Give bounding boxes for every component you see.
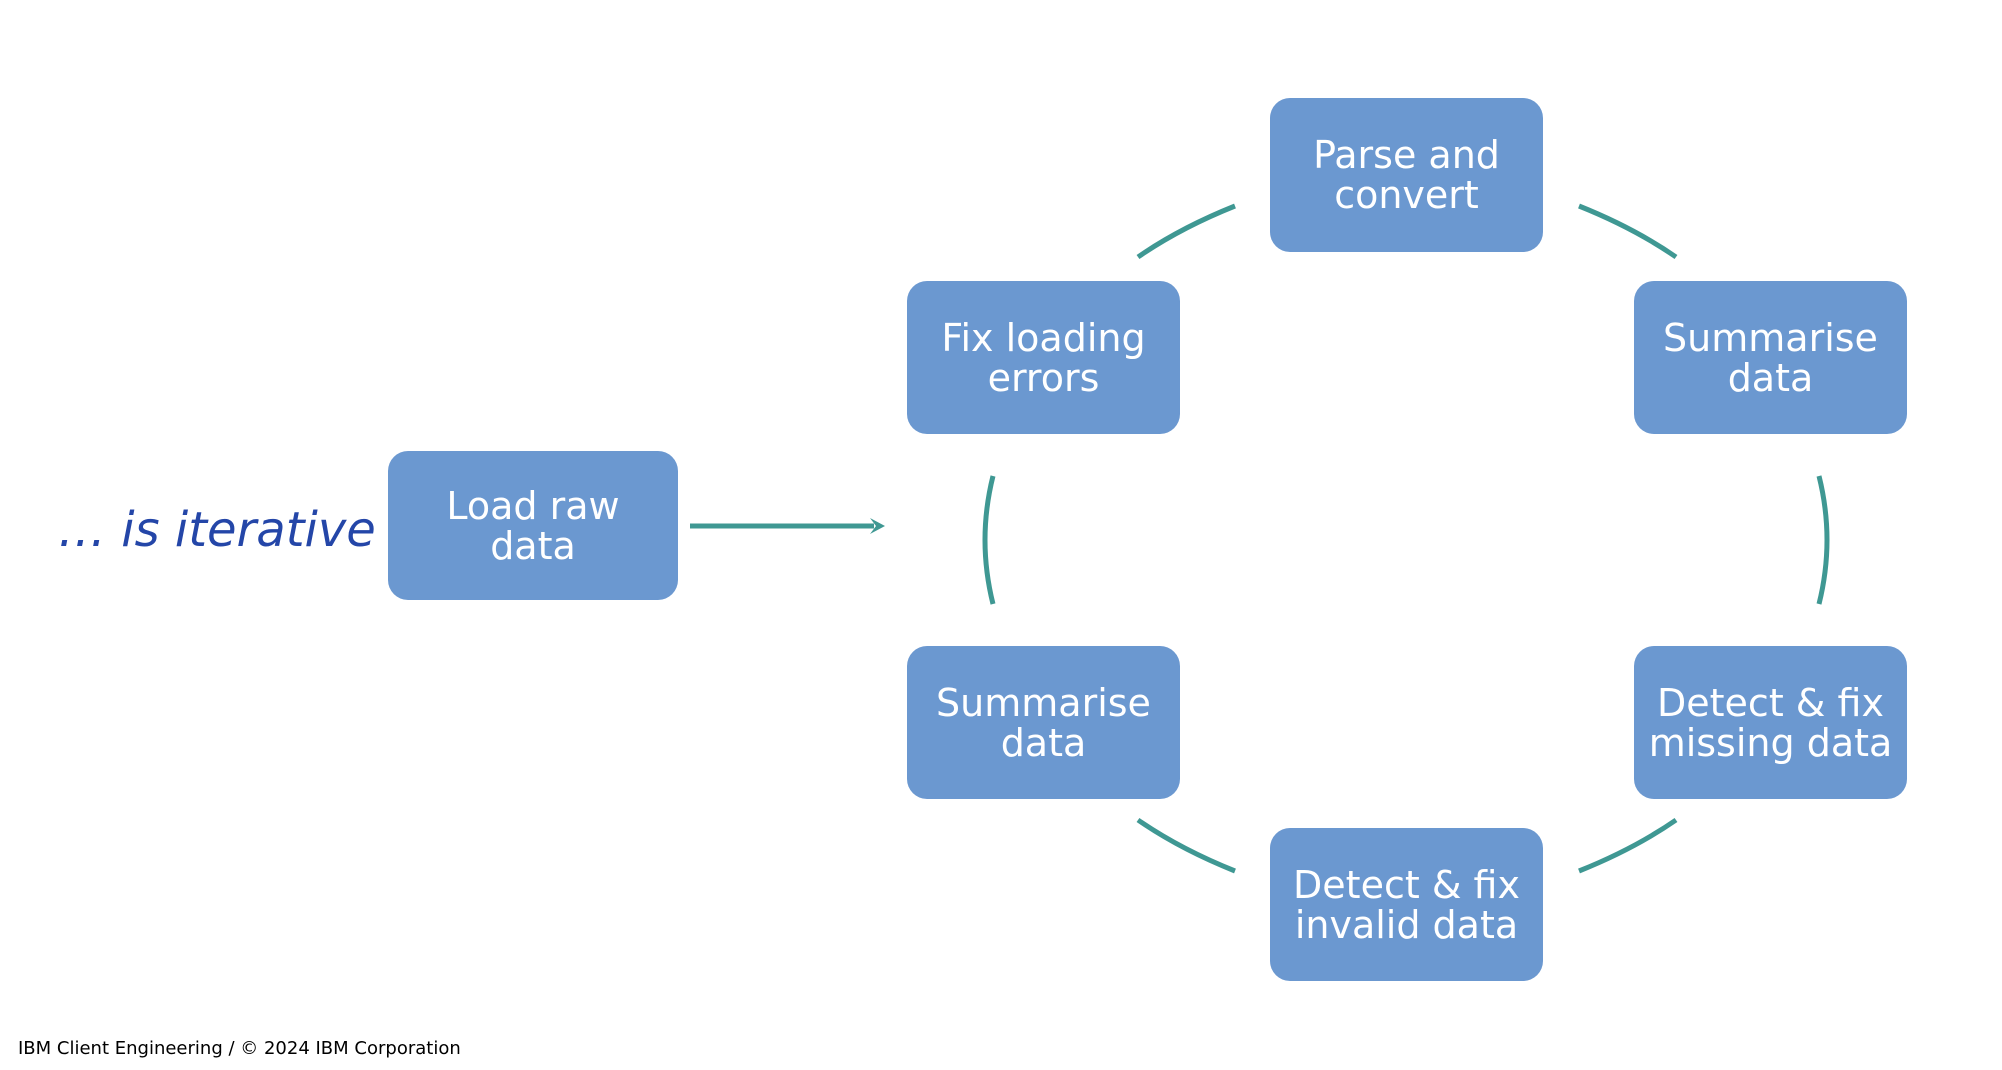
parse-and-convert-node: Parse and convert: [1270, 98, 1543, 252]
cycle-arc-right: [1816, 475, 1830, 605]
entry-arrow-head-icon: [870, 518, 885, 534]
summarise-data-top-line-1: Summarise: [1663, 315, 1878, 360]
summarise-data-top-node: Summarise data: [1634, 281, 1907, 434]
detect-fix-missing-line-2: missing data: [1648, 720, 1893, 765]
headline: … is iterative: [58, 502, 376, 558]
cycle-arc-top-left: [1136, 203, 1236, 260]
load-raw-data-line-1: Load raw: [446, 483, 620, 528]
detect-fix-invalid-line-2: invalid data: [1294, 902, 1519, 947]
cycle-arc-bottom-left: [1136, 817, 1236, 874]
cycle-arc-top-right: [1578, 203, 1678, 260]
load-raw-data-line-2: data: [490, 523, 576, 568]
summarise-data-bottom-node: Summarise data: [907, 646, 1180, 799]
fix-loading-errors-line-1: Fix loading: [941, 315, 1146, 360]
load-raw-data-node: Load raw data: [388, 451, 678, 600]
fix-loading-errors-node: Fix loading errors: [907, 281, 1180, 434]
fix-loading-errors-line-2: errors: [987, 355, 1100, 400]
detect-fix-missing-line-1: Detect & fix: [1657, 680, 1884, 725]
parse-and-convert-line-1: Parse and: [1313, 133, 1500, 177]
summarise-data-bottom-line-1: Summarise: [936, 680, 1151, 725]
detect-fix-invalid-node: Detect & fix invalid data: [1270, 828, 1543, 981]
summarise-data-top-line-2: data: [1727, 355, 1814, 400]
detect-fix-invalid-line-1: Detect & fix: [1293, 862, 1520, 907]
cycle-arc-left: [982, 475, 996, 605]
cycle-arc-bottom-right: [1578, 817, 1678, 874]
summarise-data-bottom-line-2: data: [1000, 720, 1087, 765]
parse-and-convert-line-2: convert: [1334, 173, 1479, 217]
detect-fix-missing-node: Detect & fix missing data: [1634, 646, 1907, 799]
footer-copyright: IBM Client Engineering / © 2024 IBM Corp…: [18, 1038, 461, 1059]
